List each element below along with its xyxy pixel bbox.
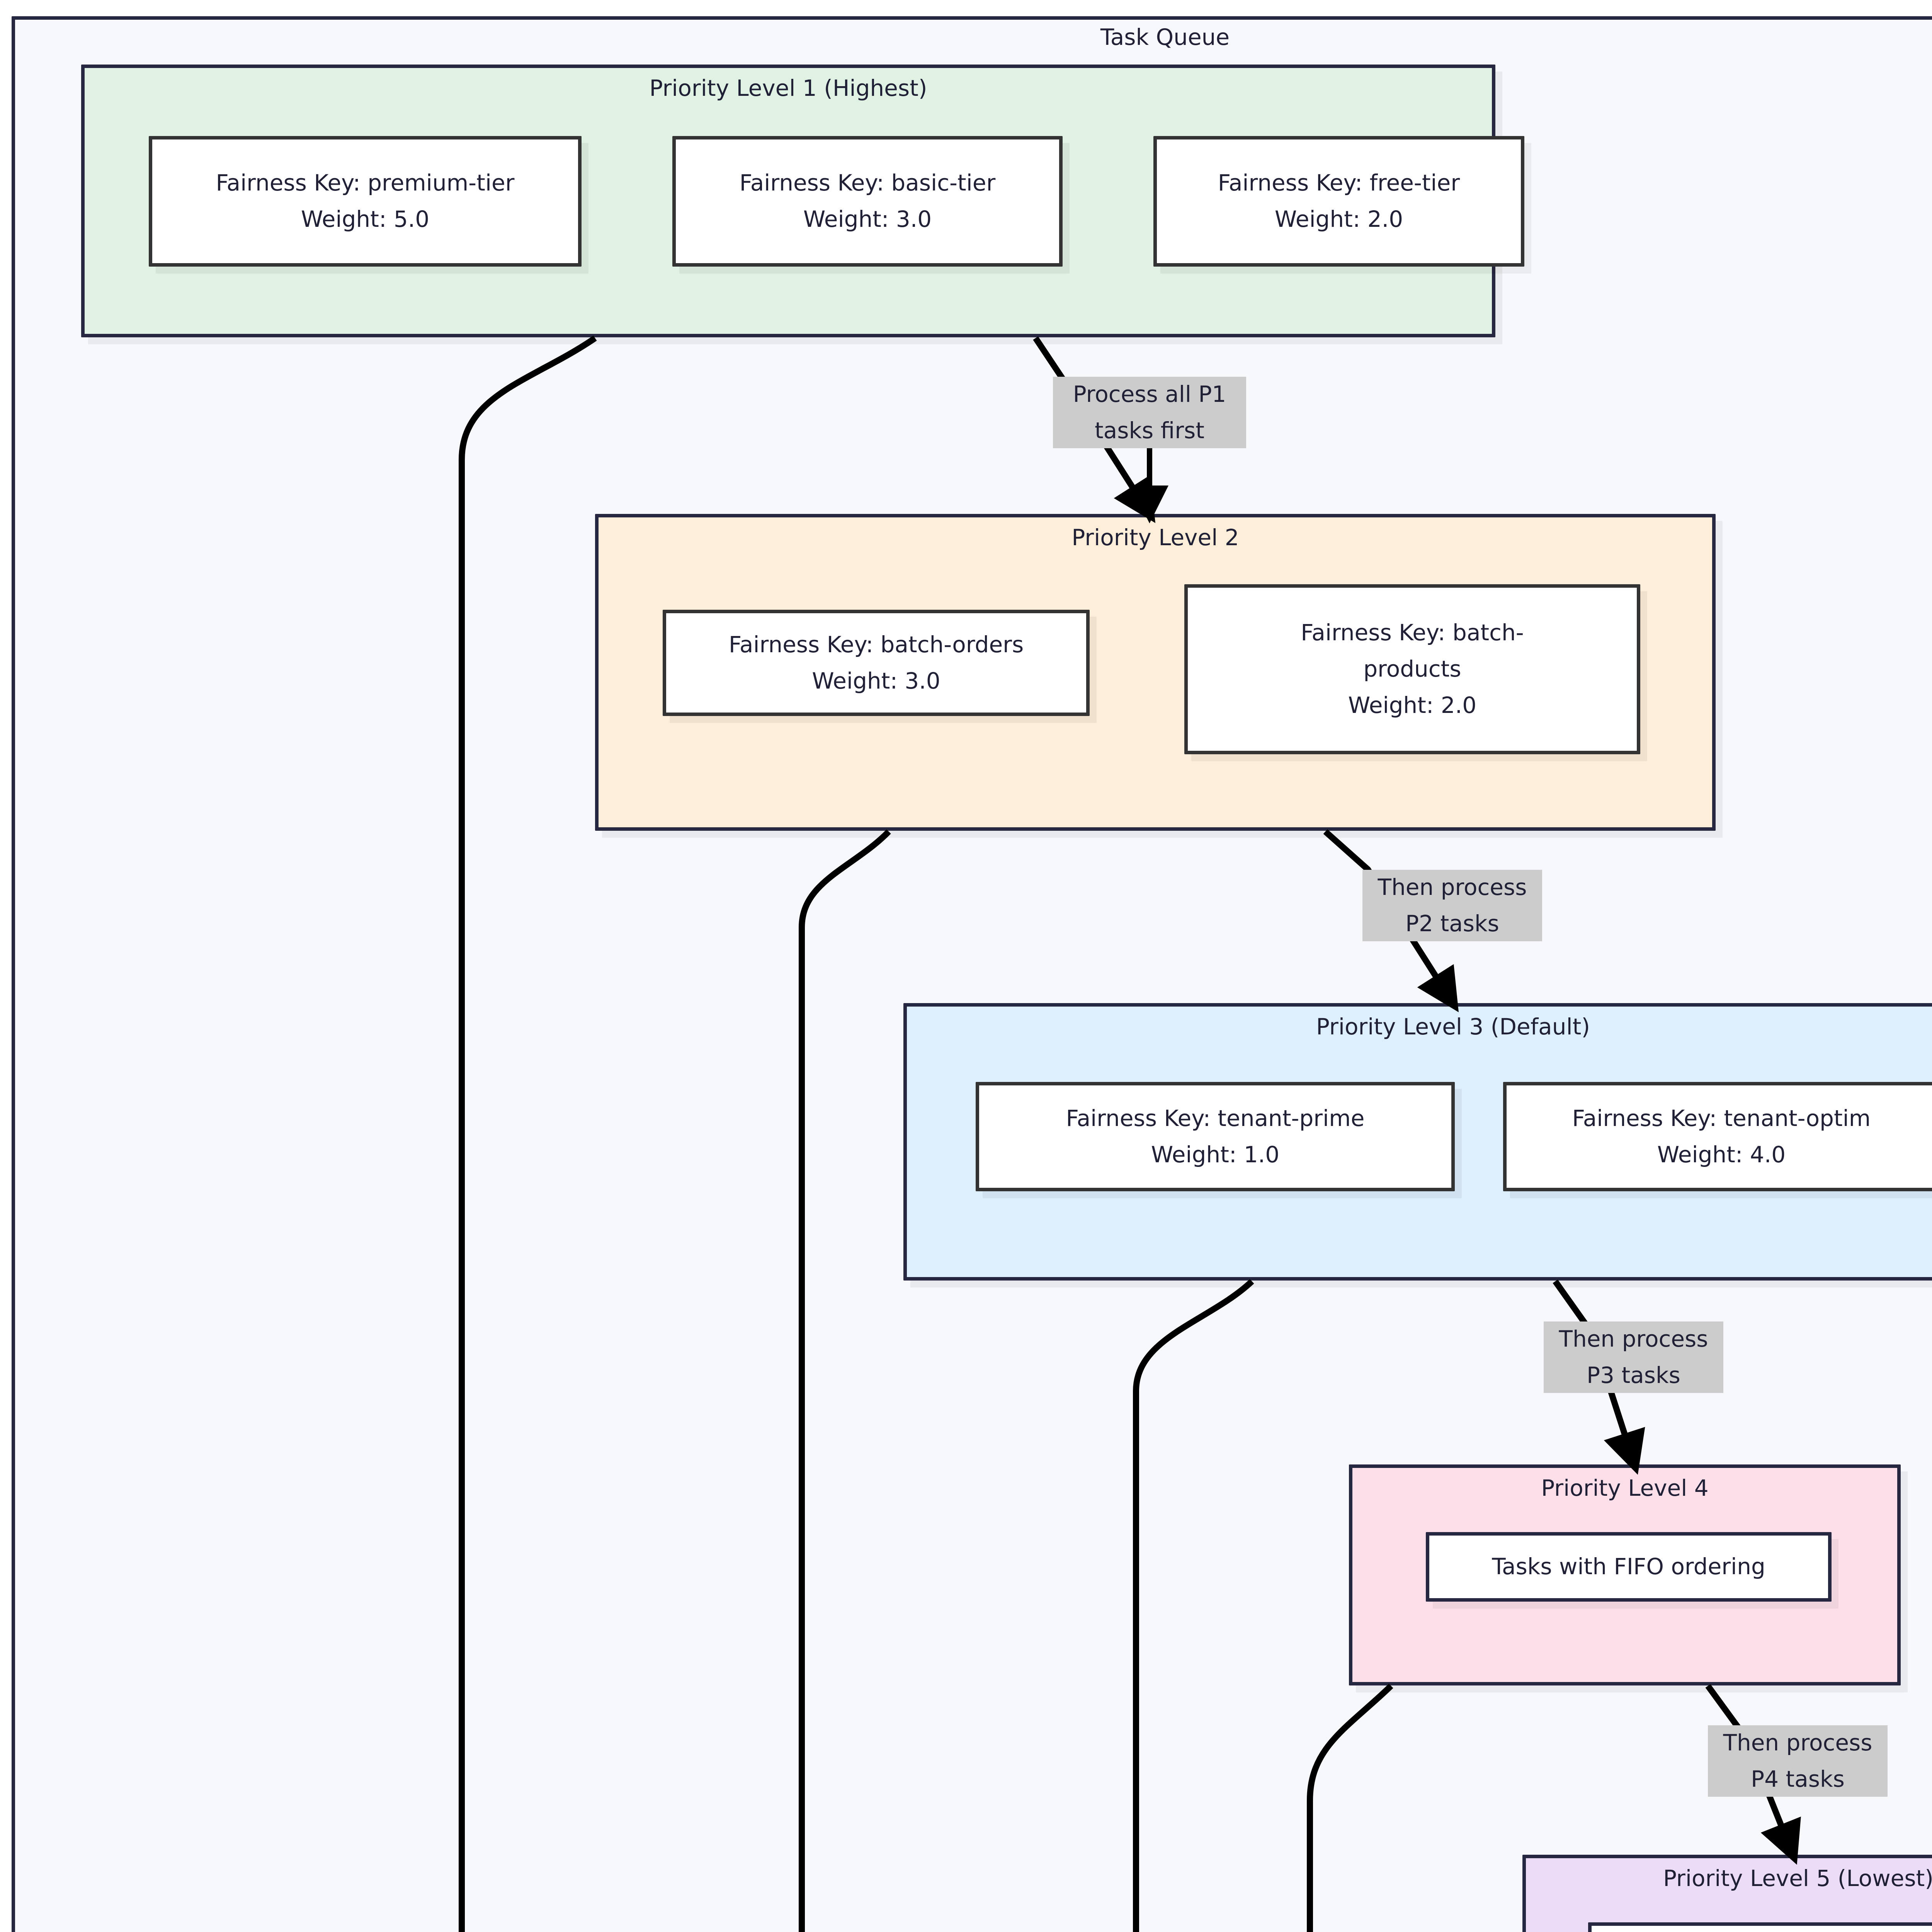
node-label: Fairness Key: batch- products Weight: 2.…: [1301, 619, 1524, 718]
node-label: Tasks with FIFO ordering: [1492, 1553, 1765, 1580]
task-queue-title: Task Queue: [1100, 24, 1230, 50]
node-fairness-tenant-prime: Fairness Key: tenant-prime Weight: 1.0: [976, 1082, 1455, 1191]
cluster-priority-3-title: Priority Level 3 (Default): [1316, 1014, 1590, 1040]
edge-label-then-process-p2: Then process P2 tasks: [1362, 870, 1542, 941]
edge-label-then-process-p3: Then process P3 tasks: [1544, 1321, 1723, 1393]
node-label: Fairness Key: tenant-prime Weight: 1.0: [1066, 1105, 1365, 1168]
cluster-priority-5-title: Priority Level 5 (Lowest): [1663, 1865, 1932, 1891]
edge-label-then-process-p4: Then process P4 tasks: [1708, 1725, 1888, 1797]
node-label: Fairness Key: batch-orders Weight: 3.0: [728, 631, 1024, 694]
cluster-priority-5: [1522, 1855, 1932, 1932]
node-fairness-premium-tier: Fairness Key: premium-tier Weight: 5.0: [149, 136, 582, 267]
edge-label-text: Then process P3 tasks: [1559, 1325, 1708, 1388]
node-fairness-batch-orders: Fairness Key: batch-orders Weight: 3.0: [663, 610, 1090, 716]
edge-label-text: Process all P1 tasks first: [1073, 381, 1226, 444]
node-fairness-batch-products: Fairness Key: batch- products Weight: 2.…: [1184, 584, 1640, 754]
edge-label-text: Then process P4 tasks: [1723, 1729, 1872, 1792]
edge-label-process-all-p1: Process all P1 tasks first: [1053, 377, 1246, 448]
node-label: Fairness Key: basic-tier Weight: 3.0: [739, 170, 996, 232]
node-fairness-tenant-optim: Fairness Key: tenant-optim Weight: 4.0: [1503, 1082, 1932, 1191]
node-fairness-basic-tier: Fairness Key: basic-tier Weight: 3.0: [672, 136, 1063, 267]
cluster-priority-1-title: Priority Level 1 (Highest): [649, 75, 927, 101]
node-p4-fifo: Tasks with FIFO ordering: [1426, 1532, 1832, 1602]
node-label: Fairness Key: free-tier Weight: 2.0: [1218, 170, 1460, 232]
cluster-priority-4-title: Priority Level 4: [1541, 1475, 1709, 1501]
node-label: Fairness Key: tenant-optim Weight: 4.0: [1572, 1105, 1871, 1168]
cluster-priority-2-title: Priority Level 2: [1071, 524, 1239, 551]
edge-label-text: Then process P2 tasks: [1378, 874, 1527, 937]
node-p5-fifo: Tasks with FIFO ordering: [1588, 1922, 1932, 1932]
node-fairness-free-tier: Fairness Key: free-tier Weight: 2.0: [1153, 136, 1524, 267]
node-label: Fairness Key: premium-tier Weight: 5.0: [216, 170, 515, 232]
